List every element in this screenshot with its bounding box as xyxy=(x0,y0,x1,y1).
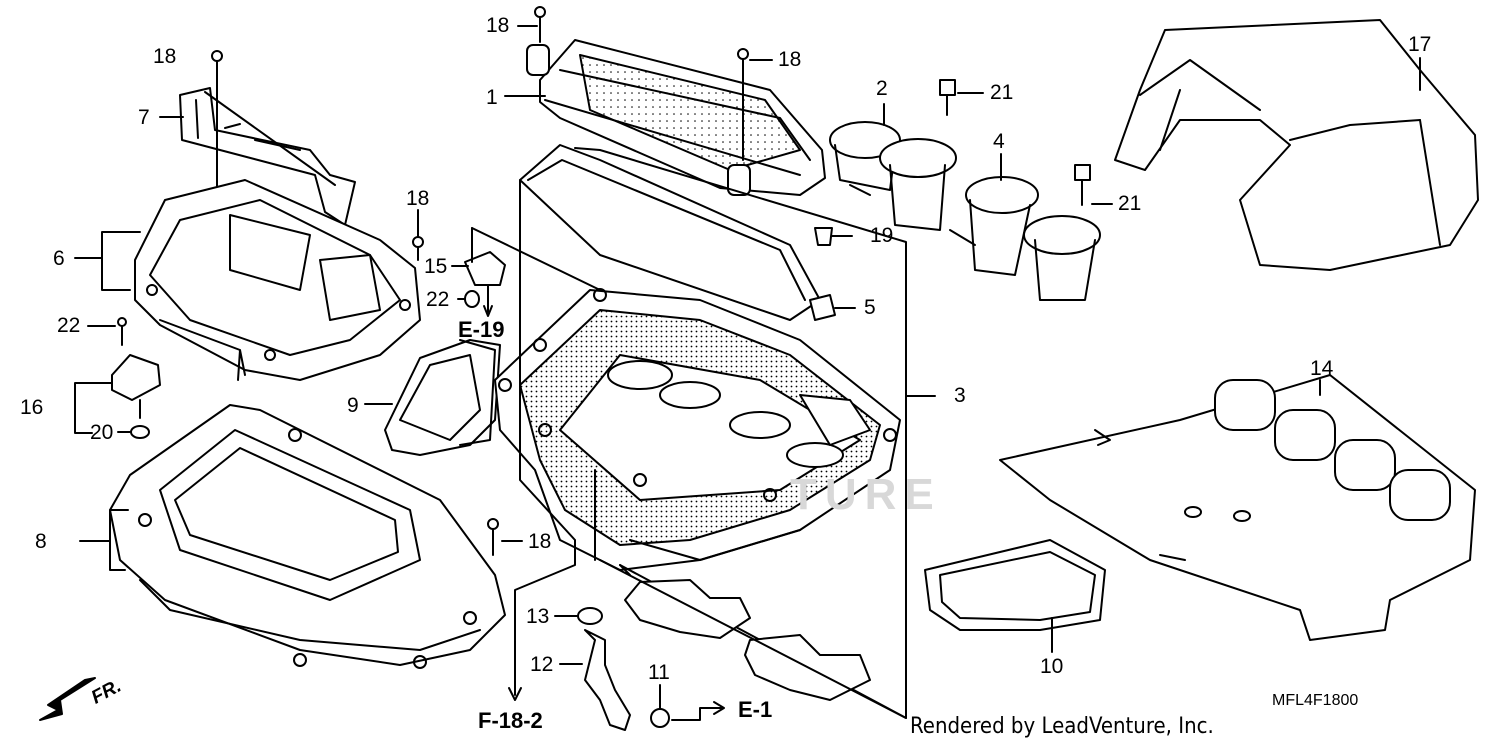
callout-22-left: 22 xyxy=(57,314,81,337)
duct-cover xyxy=(1114,19,1479,271)
callout-16: 16 xyxy=(20,396,44,419)
upper-cover xyxy=(134,179,421,381)
callout-12: 12 xyxy=(530,653,554,676)
intake-funnel-4 xyxy=(949,176,1101,301)
callout-18-right: 18 xyxy=(778,48,802,71)
callout-5: 5 xyxy=(864,296,876,319)
callout-7: 7 xyxy=(138,106,150,129)
callout-8: 8 xyxy=(35,530,47,553)
callout-13: 13 xyxy=(526,605,550,628)
reference-f-18-2: F-18-2 xyxy=(478,708,543,733)
callout-18-middle: 18 xyxy=(406,187,430,210)
callout-22-middle: 22 xyxy=(426,288,450,311)
reference-e-1: E-1 xyxy=(738,697,773,722)
render-credit: Rendered by LeadVenture, Inc. xyxy=(910,714,1214,739)
callout-9: 9 xyxy=(347,394,359,417)
drawing-code: MFL4F1800 xyxy=(1272,692,1359,709)
reference-e-19: E-19 xyxy=(458,317,505,342)
callout-4: 4 xyxy=(993,130,1005,153)
intake-funnel-2 xyxy=(829,121,957,231)
callout-2: 2 xyxy=(876,77,888,100)
callout-18-bottom: 18 xyxy=(528,530,552,553)
watermark-text: TURE xyxy=(790,470,942,519)
callout-6: 6 xyxy=(53,247,65,270)
intake-duct xyxy=(384,339,501,456)
callout-21-bottom: 21 xyxy=(1118,192,1142,215)
duct-ring xyxy=(924,539,1106,631)
callout-1: 1 xyxy=(486,86,498,109)
callout-19: 19 xyxy=(870,224,894,247)
callout-17: 17 xyxy=(1408,33,1432,56)
callout-18-top: 18 xyxy=(486,14,510,37)
lower-cover xyxy=(109,404,506,669)
bracket-part xyxy=(179,87,356,226)
callout-11: 11 xyxy=(648,661,670,684)
callout-20: 20 xyxy=(90,421,114,444)
callout-21-top: 21 xyxy=(990,81,1014,104)
callout-10: 10 xyxy=(1040,655,1064,678)
air-cleaner-element xyxy=(526,39,826,196)
callout-15: 15 xyxy=(424,255,448,278)
callout-3: 3 xyxy=(954,384,966,407)
callout-14: 14 xyxy=(1310,357,1334,380)
air-cleaner-housing xyxy=(494,144,901,571)
plate xyxy=(999,374,1476,641)
callout-18-left: 18 xyxy=(153,45,177,68)
